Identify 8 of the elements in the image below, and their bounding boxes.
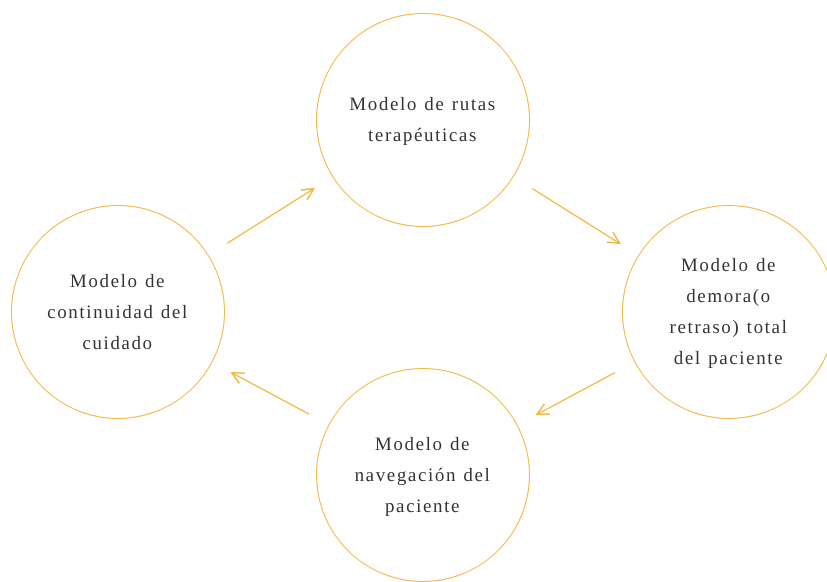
- model-label: Modelo de continuidad del cuidado: [46, 270, 190, 356]
- model-label: Modelo de demora(o retraso) total del paciente: [668, 254, 790, 371]
- arrow: [532, 188, 620, 244]
- model-label: Modelo de navegación del paciente: [354, 432, 492, 518]
- arrow: [231, 372, 310, 415]
- model-label: Modelo de rutas terapéuticas: [348, 93, 498, 148]
- arrow: [536, 372, 616, 416]
- arrow: [226, 188, 315, 244]
